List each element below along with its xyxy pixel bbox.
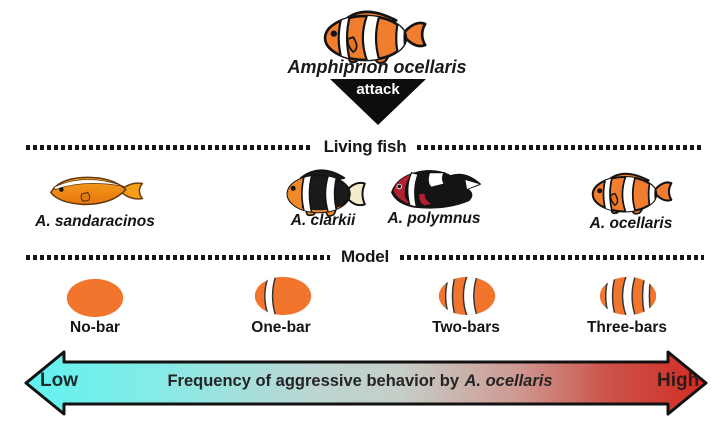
living-fish-divider: Living fish xyxy=(26,137,704,157)
polymnus-label: A. polymnus xyxy=(387,210,481,227)
model-no-bar-label: No-bar xyxy=(70,319,120,336)
polymnus-fish-illustration xyxy=(387,166,485,212)
attacker-species-title: Amphiprion ocellaris xyxy=(287,57,467,77)
model-two-bars-oval xyxy=(438,276,496,316)
model-divider: Model xyxy=(26,247,705,267)
aggression-frequency-axis-arrow xyxy=(24,350,708,416)
model-three-bars-label: Three-bars xyxy=(586,319,668,336)
model-section-label: Model xyxy=(340,247,390,266)
axis-low-label: Low xyxy=(40,370,78,391)
axis-caption-prefix: Frequency of aggressive behavior by xyxy=(167,372,460,390)
model-three-bars-oval xyxy=(599,276,657,316)
axis-caption-species: A. ocellaris xyxy=(464,372,553,390)
living-fish-section-label: Living fish xyxy=(323,137,407,156)
sandaracinos-label: A. sandaracinos xyxy=(35,213,155,230)
dotted-line-left xyxy=(26,254,330,260)
clarkii-label: A. clarkii xyxy=(290,212,356,229)
dotted-line-right xyxy=(417,144,704,150)
model-two-bars-label: Two-bars xyxy=(432,319,500,336)
model-no-bar-oval xyxy=(66,278,124,318)
axis-high-label: High xyxy=(657,370,700,391)
dotted-line-right xyxy=(400,254,705,260)
attack-label: attack xyxy=(356,81,400,98)
dotted-line-left xyxy=(26,144,313,150)
model-one-bar-label: One-bar xyxy=(251,319,311,336)
model-one-bar-oval xyxy=(254,276,312,316)
sandaracinos-fish-illustration xyxy=(46,170,148,212)
ocellaris-label: A. ocellaris xyxy=(589,215,673,232)
ocellaris-fish-illustration xyxy=(585,166,675,217)
